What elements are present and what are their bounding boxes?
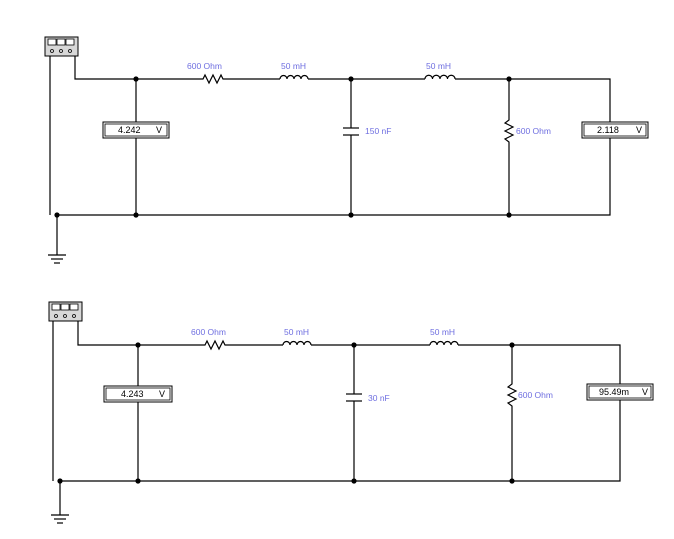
resistor-series-bottom[interactable]: [202, 339, 228, 351]
voltmeter-input-top[interactable]: 4.242 V: [102, 121, 170, 139]
junctions-bottom: [57, 342, 515, 484]
voltmeter-output-top-unit: V: [636, 125, 642, 135]
inductor-2-bottom[interactable]: [429, 340, 459, 346]
resistor-load-bottom[interactable]: [506, 381, 518, 409]
label-resistor-load-top: 600 Ohm: [516, 126, 551, 136]
label-inductor-2-top: 50 mH: [426, 61, 451, 71]
voltmeter-input-top-unit: V: [156, 125, 162, 135]
voltmeter-input-bottom-unit: V: [159, 389, 165, 399]
label-resistor-series-top: 600 Ohm: [187, 61, 222, 71]
capacitor-bottom[interactable]: [346, 393, 362, 402]
voltmeter-output-bottom-unit: V: [642, 387, 648, 397]
label-inductor-2-bottom: 50 mH: [430, 327, 455, 337]
label-capacitor-bottom: 30 nF: [368, 393, 390, 403]
inductor-1-bottom[interactable]: [282, 340, 312, 346]
ground-icon-top: [48, 254, 66, 264]
label-resistor-series-bottom: 600 Ohm: [191, 327, 226, 337]
label-inductor-1-bottom: 50 mH: [284, 327, 309, 337]
capacitor-top[interactable]: [343, 127, 359, 136]
voltmeter-output-bottom-value: 95.49m: [599, 387, 629, 397]
label-resistor-load-bottom: 600 Ohm: [518, 390, 553, 400]
resistor-series-top[interactable]: [200, 73, 225, 85]
function-generator-top[interactable]: [44, 36, 79, 57]
inductor-1-top[interactable]: [279, 74, 309, 80]
circuit-bottom: 600 Ohm 50 mH 50 mH 30 nF 600 Ohm 4.243 …: [48, 301, 654, 524]
label-inductor-1-top: 50 mH: [281, 61, 306, 71]
label-capacitor-top: 150 nF: [365, 126, 391, 136]
inductor-2-top[interactable]: [424, 74, 456, 80]
voltmeter-output-bottom[interactable]: 95.49m V: [586, 383, 654, 401]
junctions-top: [54, 76, 512, 218]
voltmeter-output-top-value: 2.118: [597, 125, 619, 135]
ground-icon-bottom: [51, 514, 69, 524]
voltmeter-input-bottom[interactable]: 4.243 V: [103, 385, 173, 403]
wires-top: [49, 56, 611, 255]
voltmeter-input-top-value: 4.242: [118, 125, 141, 135]
voltmeter-input-bottom-value: 4.243: [121, 389, 144, 399]
function-generator-bottom[interactable]: [48, 301, 83, 322]
voltmeter-output-top[interactable]: 2.118 V: [581, 121, 649, 139]
resistor-load-top[interactable]: [503, 117, 515, 145]
wires-bottom: [52, 321, 621, 515]
circuit-top: 600 Ohm 50 mH 50 mH 150 nF 600 Ohm 4.242…: [44, 36, 649, 264]
